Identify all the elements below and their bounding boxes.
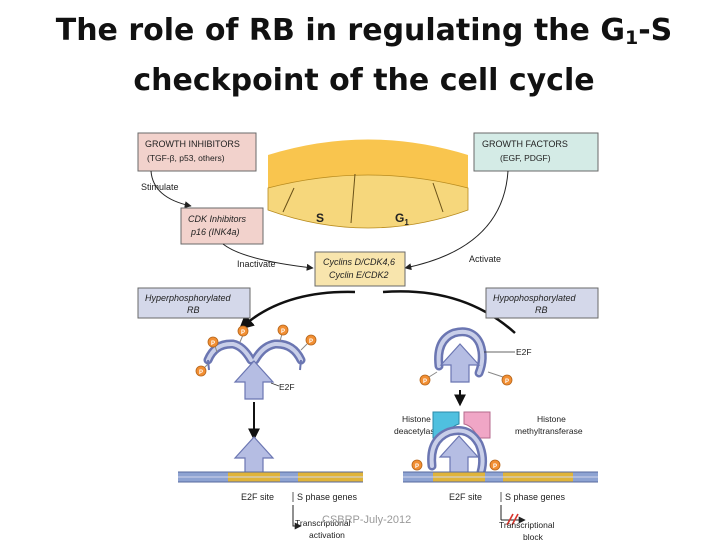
- repressor-complex: [427, 426, 488, 477]
- cyclin-to-hypo-curve: [382, 290, 516, 334]
- phosphate-icon: P: [277, 324, 289, 336]
- growth-factors-subtitle: (EGF, PDGF): [500, 153, 551, 163]
- activation-line1: Transcriptional: [295, 518, 351, 528]
- right-phosphate-groups: P P: [411, 459, 501, 471]
- phosphate-icon: P: [195, 365, 207, 377]
- methyltransferase-line2: methyltransferase: [515, 426, 583, 436]
- activate-arrow: [404, 170, 509, 271]
- hyper-rb-protein: [203, 339, 306, 371]
- block-line2: block: [523, 532, 544, 542]
- inactivate-label: Inactivate: [237, 259, 276, 269]
- cdk-inhibitors-line1: CDK Inhibitors: [188, 214, 247, 224]
- footer-credit: CSBRP-July-2012: [322, 514, 412, 526]
- cyclins-box: Cyclins D/CDK4,6 Cyclin E/CDK2: [314, 251, 406, 287]
- activate-label: Activate: [469, 254, 501, 264]
- svg-text:P: P: [505, 379, 509, 385]
- block-line1: Transcriptional: [499, 520, 555, 530]
- deacetylase-line1: Histone: [402, 414, 431, 424]
- phosphate-icon: P: [207, 336, 219, 348]
- g1-phase-label: G1: [395, 211, 409, 227]
- slide-title: The role of RB in regulating the G1-S ch…: [0, 6, 728, 106]
- svg-text:P: P: [199, 370, 203, 376]
- svg-text:P: P: [281, 329, 285, 335]
- right-dna-strand: [403, 471, 598, 483]
- growth-factors-box: GROWTH FACTORS (EGF, PDGF): [473, 132, 599, 172]
- phosphate-icon: P: [419, 374, 431, 386]
- svg-text:P: P: [211, 341, 215, 347]
- stimulate-label: Stimulate: [141, 182, 179, 192]
- growth-inhibitors-subtitle: (TGF-β, p53, others): [147, 153, 225, 163]
- e2f-bound-left-protein: [234, 436, 274, 476]
- cdk-inhibitors-box: CDK Inhibitors p16 (INK4a): [180, 207, 264, 245]
- right-s-phase-genes-label: S phase genes: [505, 492, 566, 502]
- inactivate-arrow: [222, 243, 314, 271]
- cdk-inhibitors-line2: p16 (INK4a): [190, 227, 240, 237]
- left-s-phase-genes-label: S phase genes: [297, 492, 358, 502]
- cell-cycle-arc: S G1: [267, 139, 469, 229]
- hypophosphorylated-rb-box: Hypophosphorylated RB: [485, 287, 599, 319]
- activation-line2: activation: [309, 530, 345, 540]
- growth-inhibitors-title: GROWTH INHIBITORS: [145, 139, 240, 149]
- e2f-left-label: E2F: [279, 382, 295, 392]
- left-dna-strand: [178, 471, 363, 483]
- block-slash-icon: [506, 513, 519, 526]
- histone-methyltransferase-shape: [463, 411, 491, 439]
- hypo-line1: Hypophosphorylated: [493, 293, 577, 303]
- cyclins-line1: Cyclins D/CDK4,6: [323, 257, 395, 267]
- s-phase-label: S: [316, 211, 324, 225]
- cyclin-to-hyper-arrow: [238, 290, 356, 331]
- phosphate-icon: P: [411, 459, 423, 471]
- title-line-1: The role of RB in regulating the G1-S: [55, 13, 673, 49]
- svg-text:P: P: [415, 464, 419, 470]
- svg-text:P: P: [493, 464, 497, 470]
- svg-text:P: P: [241, 330, 245, 336]
- hypo-line2: RB: [535, 305, 548, 315]
- hypo-phosphate-groups: P P: [419, 371, 513, 386]
- phosphate-icon: P: [305, 334, 317, 346]
- svg-text:P: P: [309, 339, 313, 345]
- rb-checkpoint-diagram: GROWTH INHIBITORS (TGF-β, p53, others) G…: [137, 132, 599, 542]
- methyltransferase-line1: Histone: [537, 414, 566, 424]
- stimulate-arrow: [150, 170, 192, 209]
- e2f-right-label: E2F: [516, 347, 532, 357]
- svg-text:P: P: [423, 379, 427, 385]
- phosphate-icon: P: [237, 325, 249, 337]
- left-e2f-site-label: E2F site: [241, 492, 274, 502]
- hypo-rb-e2f-complex: [434, 327, 487, 383]
- cyclins-line2: Cyclin E/CDK2: [329, 270, 389, 280]
- hyper-line2: RB: [187, 305, 200, 315]
- hyper-phosphate-groups: P P P P P: [195, 324, 317, 377]
- hyperphosphorylated-rb-box: Hyperphosphorylated RB: [137, 287, 251, 319]
- growth-inhibitors-box: GROWTH INHIBITORS (TGF-β, p53, others): [137, 132, 257, 172]
- phosphate-icon: P: [489, 459, 501, 471]
- transcription-activation-arrow: [292, 505, 302, 530]
- e2f-free-protein: [234, 360, 274, 400]
- deacetylase-line2: deacetylase: [394, 426, 440, 436]
- phosphate-icon: P: [501, 374, 513, 386]
- title-line-2: checkpoint of the cell cycle: [133, 63, 595, 98]
- hyper-line1: Hyperphosphorylated: [145, 293, 232, 303]
- right-e2f-site-label: E2F site: [449, 492, 482, 502]
- growth-factors-title: GROWTH FACTORS: [482, 139, 568, 149]
